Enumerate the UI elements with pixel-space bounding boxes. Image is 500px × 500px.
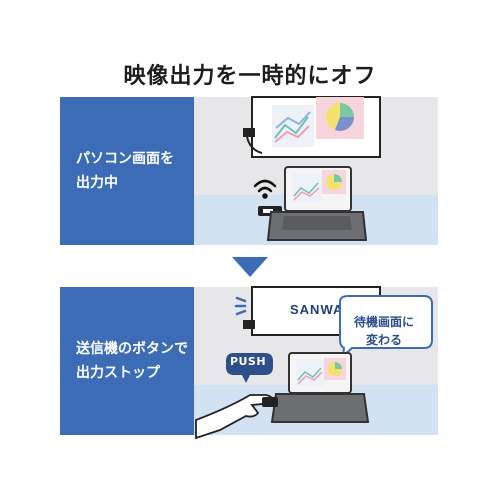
down-arrow-icon: [232, 257, 268, 277]
caption-line-2: 出力中: [76, 175, 118, 191]
bubble-line-1: 待機画面に: [353, 315, 414, 329]
push-badge: [226, 353, 273, 383]
hdmi-receiver: [243, 320, 255, 329]
caption-line-1: パソコン画面を: [76, 151, 174, 167]
hdmi-receiver: [243, 128, 255, 137]
caption-line-1: 送信機のボタンで: [76, 341, 188, 357]
standby-bubble-text: 待機画面に 変わる: [338, 313, 430, 349]
speech-bubble: [339, 295, 433, 359]
caption-box-output-on: パソコン画面を 出力中: [60, 97, 194, 245]
laptop-base: [270, 393, 370, 423]
bubble-line-2: 変わる: [365, 333, 402, 347]
page-title: 映像出力を一時的にオフ: [123, 64, 377, 89]
caption-box-output-stop: 送信機のボタンで 出力ストップ: [60, 287, 194, 435]
screen-line: [274, 116, 309, 139]
transmitter-button: [262, 397, 278, 407]
wifi-icon: [253, 179, 277, 199]
push-label: PUSH: [229, 355, 267, 368]
signal-lines-icon: [234, 296, 247, 316]
hand: [195, 394, 274, 440]
caption-line-2: 出力ストップ: [76, 365, 160, 381]
